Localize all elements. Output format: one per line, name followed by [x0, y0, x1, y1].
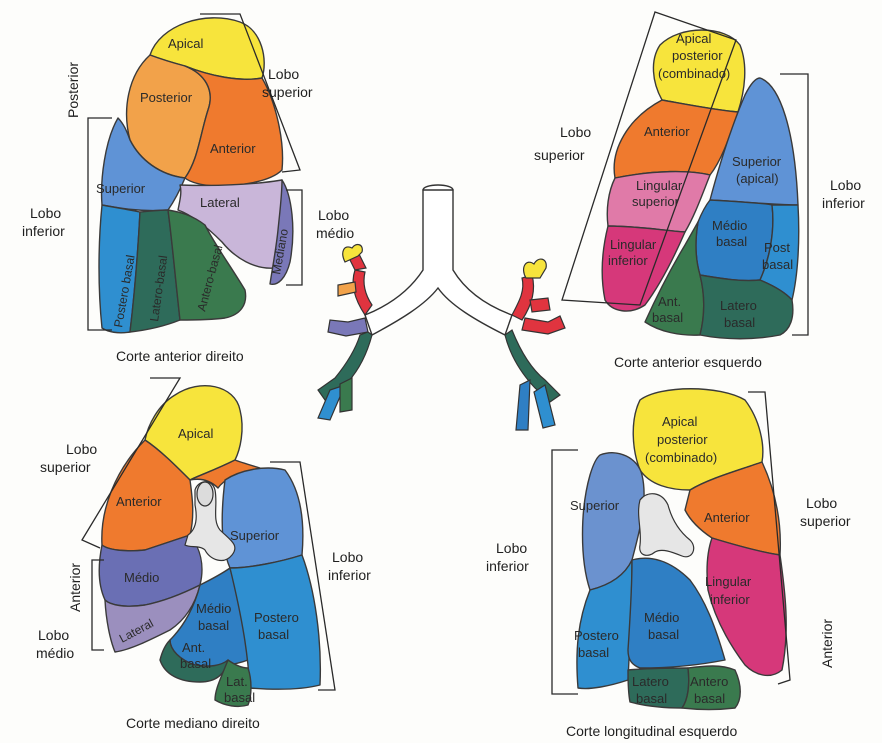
bronchus-left-upper-red	[512, 275, 534, 320]
bronchus-left-basal-2	[516, 380, 530, 430]
side-posterior: Posterior	[65, 62, 81, 118]
bronchial-tree	[318, 185, 565, 430]
panel-median-right: Apical Anterior Superior Médio Lateral M…	[36, 378, 371, 731]
label-superior: Superior	[96, 181, 146, 196]
label-lateral: Lateral	[200, 195, 240, 210]
label-anterior: Anterior	[116, 494, 162, 509]
label-medio: Médio	[124, 570, 159, 585]
bronchus-right-medial	[328, 318, 368, 336]
bronchus-left-apical-tip	[524, 259, 547, 278]
label-posterior: Posterior	[140, 90, 193, 105]
bronchus-left-lingula	[522, 316, 565, 334]
side-anterior: Anterior	[819, 619, 835, 668]
caption-median-right: Corte mediano direito	[126, 715, 260, 731]
panel-anterior-right: Apical Posterior Anterior Superior Later…	[22, 14, 354, 364]
label-apical: Apical	[178, 426, 214, 441]
label-anterior: Anterior	[210, 141, 256, 156]
caption-anterior-left: Corte anterior esquerdo	[614, 354, 762, 370]
seg-superior	[222, 468, 303, 568]
label-anterior: Anterior	[704, 510, 750, 525]
hilum-vessel	[197, 482, 213, 506]
label-superior: Superior	[230, 528, 280, 543]
hilum-bronchus	[639, 494, 694, 557]
caption-longitudinal-left: Corte longitudinal esquerdo	[566, 723, 737, 739]
label-superior: Superior	[570, 498, 620, 513]
bronchus-left-anterior	[530, 298, 550, 312]
trachea	[365, 190, 512, 335]
caption-anterior-right: Corte anterior direito	[116, 348, 244, 364]
side-anterior: Anterior	[67, 563, 83, 612]
bronchus-right-posterior	[338, 282, 356, 296]
bracket-lower-lobe	[552, 450, 578, 694]
bronchus-left-lower	[505, 330, 560, 402]
bronchus-right-basal-2	[340, 378, 352, 412]
label-apical: Apical	[168, 36, 204, 51]
label-anterior: Anterior	[644, 124, 690, 139]
